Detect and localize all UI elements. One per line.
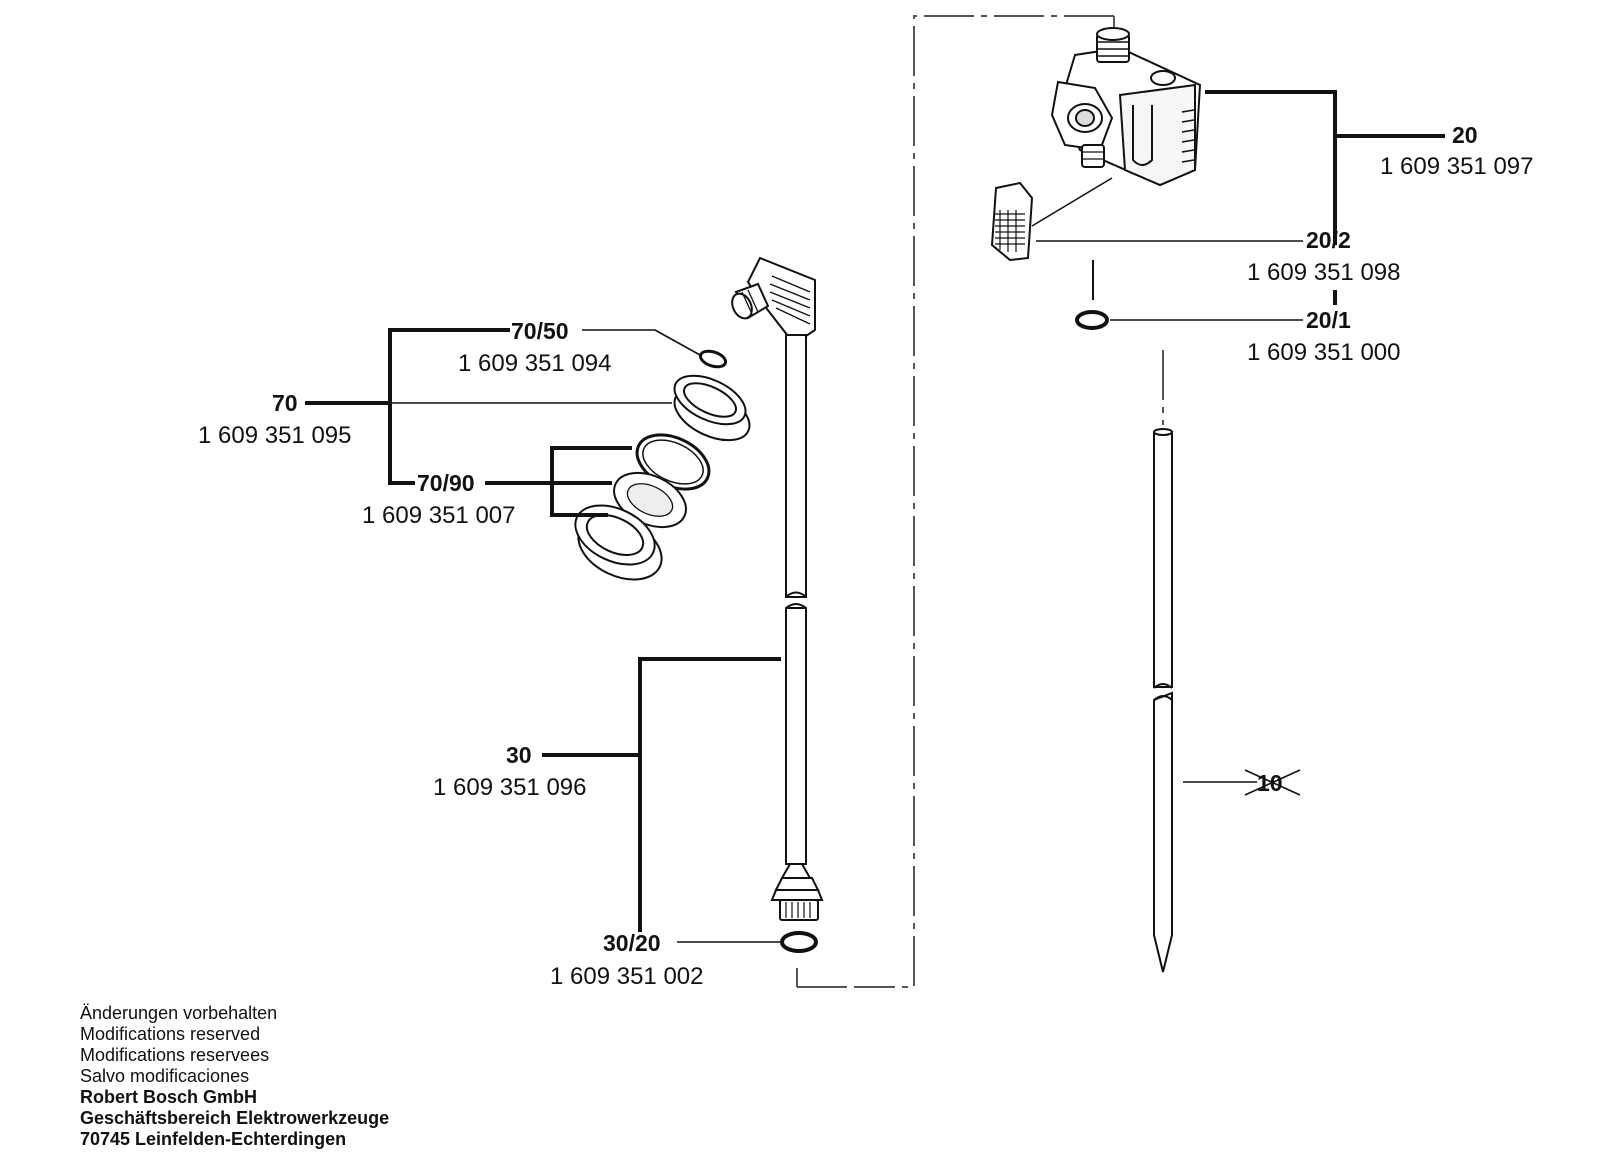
part-number-20-1: 20/1 <box>1306 307 1351 333</box>
part-number-20-2: 20/2 <box>1306 227 1351 253</box>
riser-tube-drawing <box>770 334 824 921</box>
part-code-20-1: 1 609 351 000 <box>1247 339 1401 366</box>
footer-line-es: Salvo modificaciones <box>80 1066 250 1086</box>
part-code-30: 1 609 351 096 <box>433 774 587 801</box>
leader-lines-left <box>305 328 781 943</box>
part-code-70-90: 1 609 351 007 <box>362 502 516 529</box>
part-number-30: 30 <box>506 742 532 768</box>
part-code-70-50: 1 609 351 094 <box>458 350 612 377</box>
part-number-70: 70 <box>272 390 298 416</box>
part-code-30-20: 1 609 351 002 <box>550 963 704 990</box>
footer-line-en: Modifications reserved <box>80 1024 261 1044</box>
footer-division: Geschäftsbereich Elektrowerkzeuge <box>80 1108 390 1128</box>
footer-line-de: Änderungen vorbehalten <box>80 1003 278 1023</box>
valve-housing-drawing <box>1050 27 1202 187</box>
footer-address: 70745 Leinfelden-Echterdingen <box>80 1129 347 1149</box>
part-number-20: 20 <box>1452 122 1478 148</box>
part-number-10: 10 <box>1257 770 1283 796</box>
discontinued-cross-mark <box>1244 769 1301 796</box>
nozzle-ring-set-drawing <box>574 349 751 581</box>
part-number-70-90: 70/90 <box>417 470 475 496</box>
sprinkler-head-drawing <box>731 256 816 342</box>
footer-company: Robert Bosch GmbH <box>80 1087 258 1107</box>
footer-notice: Änderungen vorbehalten Modifications res… <box>80 1003 389 1150</box>
part-number-70-50: 70/50 <box>511 318 569 344</box>
leader-lines-right <box>1036 90 1445 783</box>
ground-spike-drawing <box>1153 428 1173 973</box>
part-number-30-20: 30/20 <box>603 930 661 956</box>
o-ring-20-1-drawing <box>1075 260 1109 330</box>
part-code-20-2: 1 609 351 098 <box>1247 259 1401 286</box>
footer-line-fr: Modifications reservees <box>80 1045 270 1065</box>
part-code-70: 1 609 351 095 <box>198 422 352 449</box>
filter-cap-drawing <box>990 177 1113 262</box>
part-code-20: 1 609 351 097 <box>1380 153 1534 180</box>
washer-30-20-drawing <box>780 931 818 953</box>
